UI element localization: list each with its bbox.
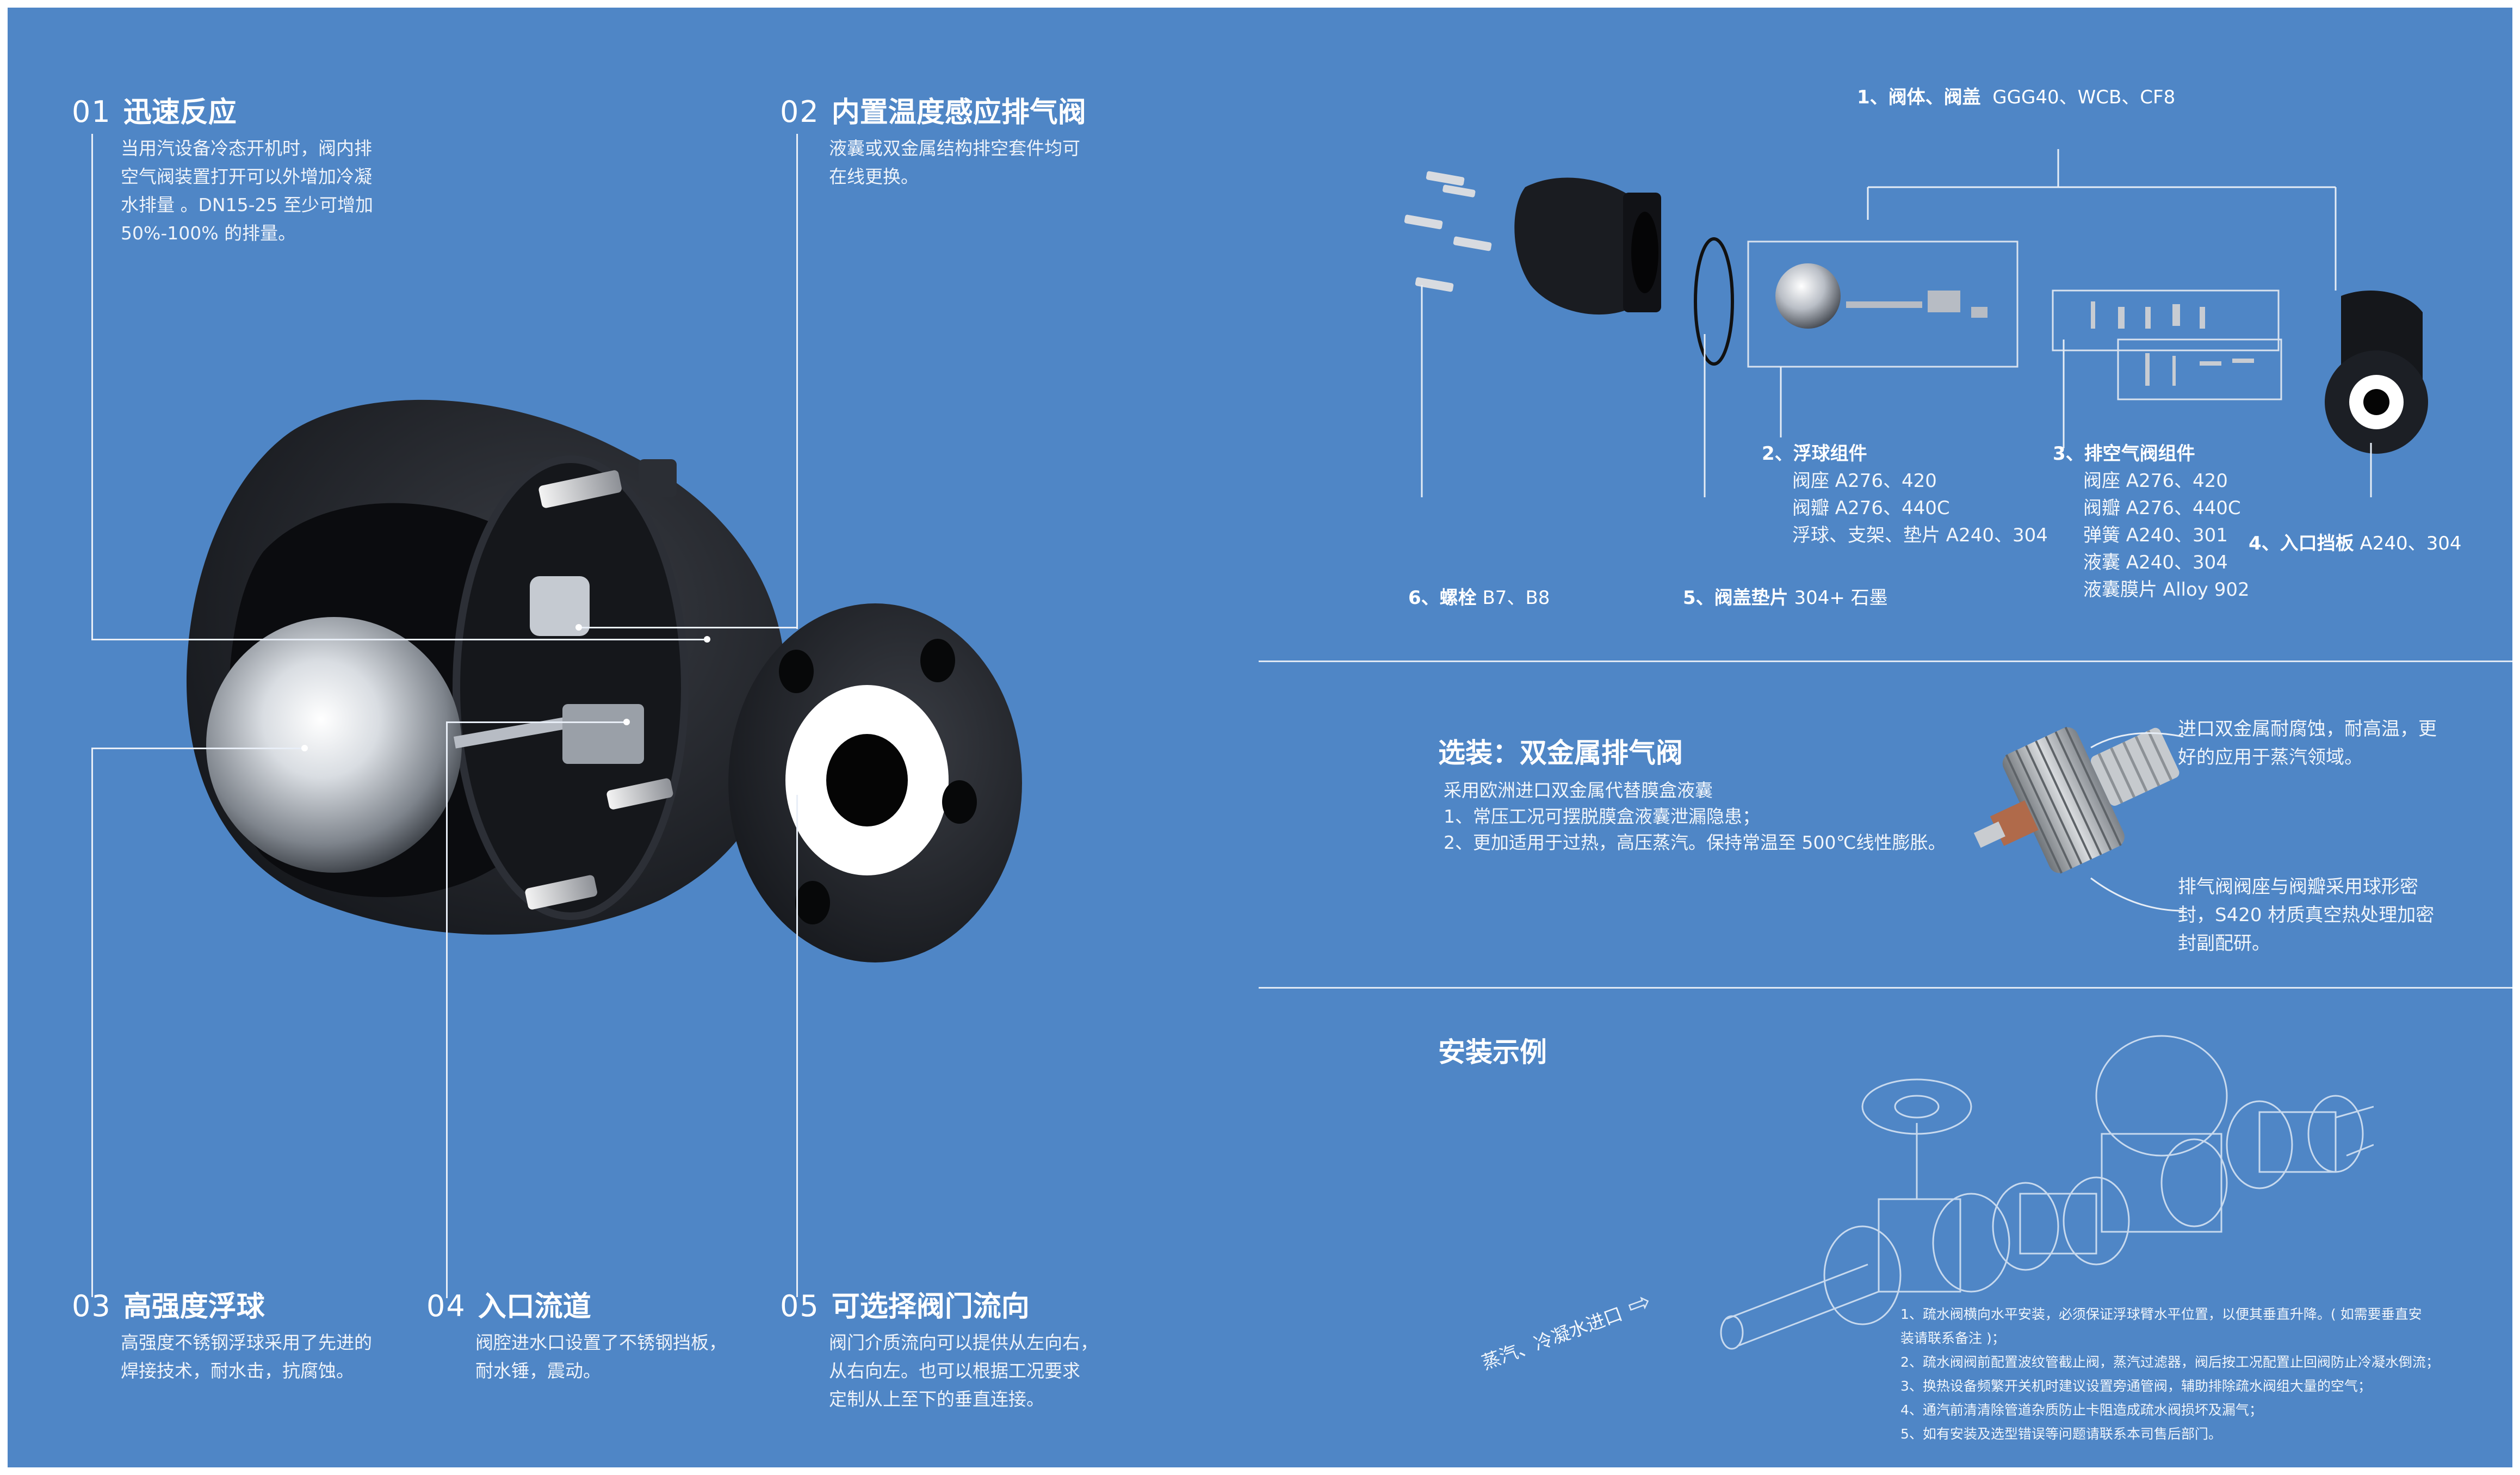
- part-1-label: 1、阀体、阀盖 GGG40、WCB、CF8: [1857, 84, 2175, 111]
- leader-line-03: [91, 748, 93, 1297]
- bimetal-callout-lines: [2090, 732, 2184, 912]
- feature-description: 当用汽设备冷态开机时，阀内排 空气阀装置打开可以外增加冷凝 水排量 。DN15-…: [121, 138, 373, 244]
- install-note: 1、疏水阀横向水平安装，必须保证浮球臂水平位置，以便其垂直升降。( 如需要垂直安: [1900, 1306, 2422, 1322]
- bimetal-callout-top: 进口双金属耐腐蚀，耐高温，更 好的应用于蒸汽领域。: [2178, 718, 2437, 768]
- feature-02: 02 内置温度感应排气阀 液囊或双金属结构排空套件均可 在线更换。: [780, 89, 1086, 191]
- leader-dot-01: [704, 636, 710, 643]
- leader-dot-02: [575, 624, 582, 631]
- feature-number: 02: [780, 95, 820, 129]
- install-title: 安装示例: [1438, 1036, 1547, 1068]
- feature-03: 03 高强度浮球 高强度不锈钢浮球采用了先进的 焊接技术，耐水击，抗腐蚀。: [72, 1283, 372, 1385]
- feature-number: 03: [72, 1289, 112, 1323]
- part-6-label: 6、螺栓 B7、B8: [1408, 584, 1550, 612]
- part-4-name: 4、入口挡板: [2249, 533, 2354, 554]
- part-2-line: 阀座 A276、420: [1792, 470, 1937, 492]
- part-1-name: 1、阀体、阀盖: [1857, 87, 1981, 108]
- leader-line-05: [796, 791, 798, 1297]
- part-3-line: 液囊膜片 Alloy 902: [2083, 579, 2250, 601]
- part-4-label: 4、入口挡板 A240、304: [2249, 530, 2462, 557]
- leader-line-01-h: [91, 639, 706, 640]
- feature-title: 迅速反应: [123, 96, 237, 129]
- feature-description: 阀门介质流向可以提供从左向右， 从右向左。也可以根据工况要求 定制从上至下的垂直…: [829, 1332, 1098, 1410]
- install-notes: 1、疏水阀横向水平安装，必须保证浮球臂水平位置，以便其垂直升降。( 如需要垂直安…: [1900, 1303, 2439, 1446]
- feature-title: 内置温度感应排气阀: [831, 96, 1086, 129]
- install-note: 4、通汽前清清除管道杂质防止卡阻造成疏水阀损坏及漏气；: [1900, 1402, 2263, 1418]
- part-5-label: 5、阀盖垫片 304+ 石墨: [1683, 584, 1888, 612]
- feature-description: 高强度不锈钢浮球采用了先进的 焊接技术，耐水击，抗腐蚀。: [121, 1332, 372, 1381]
- part-3-name: 3、排空气阀组件: [2053, 443, 2195, 465]
- leader-line-02: [796, 134, 798, 629]
- install-note: 3、换热设备频繁开关机时建议设置旁通管阀，辅助排除疏水阀组大量的空气；: [1900, 1378, 2372, 1394]
- feature-description: 液囊或双金属结构排空套件均可 在线更换。: [829, 138, 1080, 187]
- part-6-name: 6、螺栓: [1408, 587, 1477, 609]
- part-5-material: 304+ 石墨: [1794, 587, 1888, 609]
- feature-number: 05: [780, 1289, 820, 1323]
- leader-dot-05: [794, 788, 800, 795]
- part-2-label: 2、浮球组件 阀座 A276、420 阀瓣 A276、440C 浮球、支架、垫片…: [1762, 440, 2048, 549]
- optional-line: 2、更加适用于过热，高压蒸汽。保持常温至 500℃线性膨胀。: [1444, 832, 1946, 853]
- part-3-line: 液囊 A240、304: [2083, 552, 2228, 573]
- feature-title: 可选择阀门流向: [831, 1291, 1030, 1323]
- part-4-material: A240、304: [2360, 533, 2462, 554]
- bimetal-callout-bottom: 排气阀阀座与阀瓣采用球形密 封，S420 材质真空热处理加密 封副配研。: [2178, 876, 2435, 954]
- valve-cutaway-illustration: [186, 399, 1022, 962]
- part-2-name: 2、浮球组件: [1762, 443, 1867, 465]
- optional-line: 1、常压工况可摆脱膜盒液囊泄漏隐患；: [1444, 806, 1760, 827]
- leader-line-04: [446, 721, 448, 1298]
- leader-line-02-h: [579, 627, 798, 628]
- install-note: 2、疏水阀阀前配置波纹管截止阀，蒸汽过滤器，阀后按工况配置止回阀防止冷凝水倒流；: [1900, 1354, 2439, 1370]
- feature-number: 04: [426, 1289, 466, 1323]
- brochure-page: 01 迅速反应 当用汽设备冷态开机时，阀内排 空气阀装置打开可以外增加冷凝 水排量…: [8, 8, 2512, 1467]
- section-divider: [1259, 987, 2512, 989]
- part-1-material: GGG40、WCB、CF8: [1992, 87, 2176, 108]
- section-divider: [1259, 661, 2512, 662]
- part-2-line: 浮球、支架、垫片 A240、304: [1792, 524, 2048, 546]
- optional-title: 选装：双金属排气阀: [1438, 737, 1683, 769]
- part-3-line: 弹簧 A240、301: [2083, 524, 2228, 546]
- feature-01: 01 迅速反应 当用汽设备冷态开机时，阀内排 空气阀装置打开可以外增加冷凝 水排量…: [72, 89, 373, 248]
- leader-line-01: [91, 134, 93, 640]
- install-note: 装请联系备注 )；: [1900, 1330, 2005, 1346]
- part-3-line: 阀瓣 A276、440C: [2083, 497, 2241, 519]
- part-3-line: 阀座 A276、420: [2083, 470, 2228, 492]
- installation-wireframe: [1720, 1035, 2374, 1350]
- leader-dot-03: [301, 745, 308, 751]
- feature-number: 01: [72, 95, 112, 129]
- feature-title: 高强度浮球: [123, 1291, 265, 1323]
- leader-line-03-h: [91, 748, 304, 749]
- exploded-parts-diagram: [1404, 149, 2428, 497]
- part-3-label: 3、排空气阀组件 阀座 A276、420 阀瓣 A276、440C 弹簧 A24…: [2053, 440, 2250, 603]
- optional-line: 采用欧洲进口双金属代替膜盒液囊: [1444, 780, 1713, 801]
- bimetal-vent-illustration: [1973, 726, 2180, 874]
- feature-05: 05 可选择阀门流向 阀门介质流向可以提供从左向右， 从右向左。也可以根据工况要求…: [780, 1283, 1098, 1414]
- part-2-line: 阀瓣 A276、440C: [1792, 497, 1950, 519]
- install-note: 5、如有安装及选型错误等问题请联系本司售后部门。: [1900, 1426, 2222, 1442]
- feature-04: 04 入口流道 阀腔进水口设置了不锈钢挡板， 耐水锤，震动。: [426, 1283, 727, 1385]
- feature-description: 阀腔进水口设置了不锈钢挡板， 耐水锤，震动。: [475, 1332, 727, 1381]
- optional-description: 采用欧洲进口双金属代替膜盒液囊 1、常压工况可摆脱膜盒液囊泄漏隐患； 2、更加适…: [1444, 777, 1946, 856]
- leader-line-04-h: [446, 721, 626, 723]
- part-5-name: 5、阀盖垫片: [1683, 587, 1788, 609]
- feature-title: 入口流道: [478, 1291, 591, 1323]
- leader-dot-04: [623, 719, 630, 725]
- part-6-material: B7、B8: [1482, 587, 1550, 609]
